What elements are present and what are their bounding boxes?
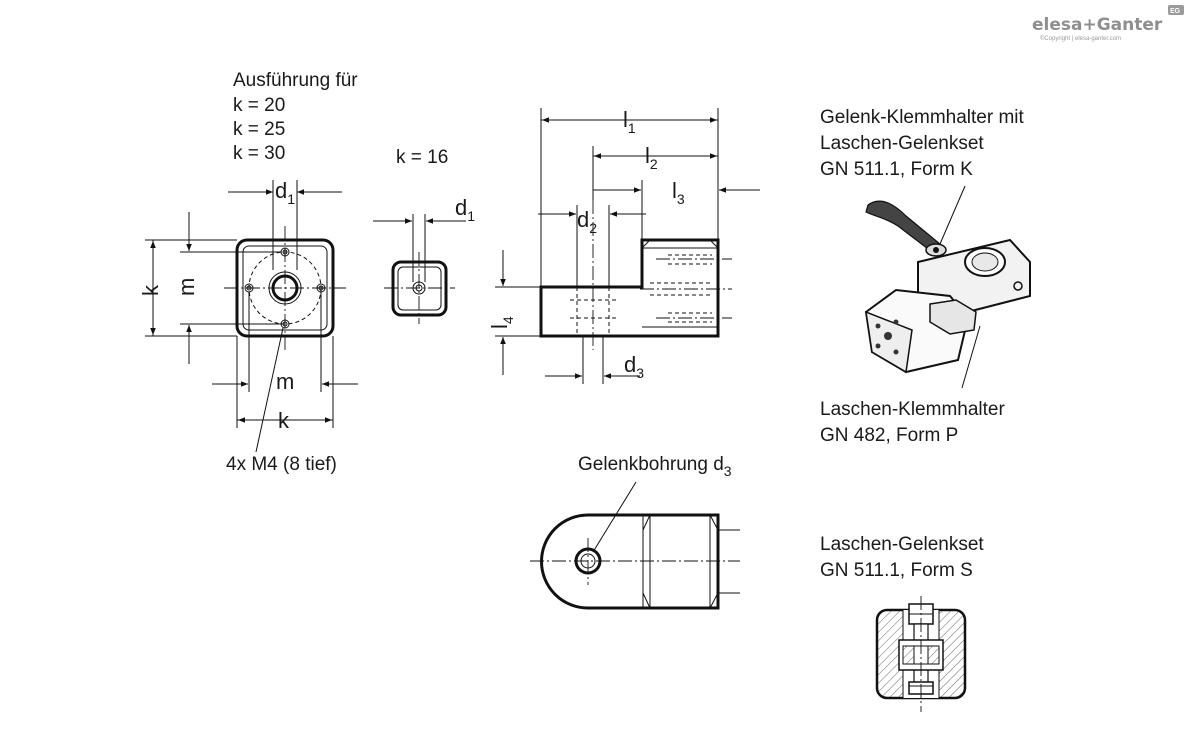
variant-k25: k = 25 [233,119,285,140]
dim-l4: l4 [487,316,516,329]
callout-clamp-2: GN 482, Form P [820,425,958,446]
brand-badge: EG [1170,8,1181,15]
variant-k30: k = 30 [233,143,285,164]
top-body-outline [540,513,720,610]
side-thread-holes [650,254,712,323]
callout-assembly-1: Gelenk-Klemmhalter mit [820,107,1024,128]
dim-k-vertical: k [138,284,163,296]
dim-d3: d3 [624,352,644,381]
callout-set-1: Laschen-Gelenkset [820,534,984,555]
brand-logo: elesa+Ganter ©Copyright | elesa-ganter.c… [1032,5,1184,42]
callout-assembly-3: GN 511.1, Form K [820,159,973,180]
bore-label: Gelenkbohrung d3 [578,454,732,479]
dim-l1: l1 [623,107,636,136]
dim-d1-small: d1 [455,195,475,224]
callout-assembly-2: Laschen-Gelenkset [820,133,984,154]
dim-m-horizontal: m [276,369,294,394]
dim-l3: l3 [672,178,685,207]
dim-d1-front: d1 [275,178,295,207]
thread-note: 4x M4 (8 tief) [226,454,337,475]
dim-d2: d2 [577,207,597,236]
assembly-illustration: Gelenk-Klemmhalter mit Laschen-Gelenkset… [820,107,1031,446]
brand-name: elesa+Ganter [1032,15,1163,35]
dim-l2: l2 [645,143,658,172]
dim-m-vertical: m [174,278,199,296]
small-block-outline [391,260,448,317]
callout-set-2: GN 511.1, Form S [820,560,973,581]
clamp-lever-icon [865,200,941,253]
dim-k-horizontal: k [278,408,290,433]
front-view: Ausführung für k = 20 k = 25 k = 30 [138,70,358,475]
variant-heading: Ausführung für [233,70,358,91]
section-view: Laschen-Gelenkset GN 511.1, Form S [820,534,984,712]
callout-clamp-1: Laschen-Klemmhalter [820,399,1005,420]
variant-k16: k = 16 [396,147,448,168]
brand-badge-box [1168,5,1184,15]
top-view: Gelenkbohrung d3 [530,454,740,610]
brand-copyright: ©Copyright | elesa-ganter.com [1040,35,1121,42]
side-view: l1 l2 l3 d2 l4 d3 [487,107,760,384]
small-view: k = 16 d1 [373,147,475,324]
variant-k20: k = 20 [233,95,285,116]
